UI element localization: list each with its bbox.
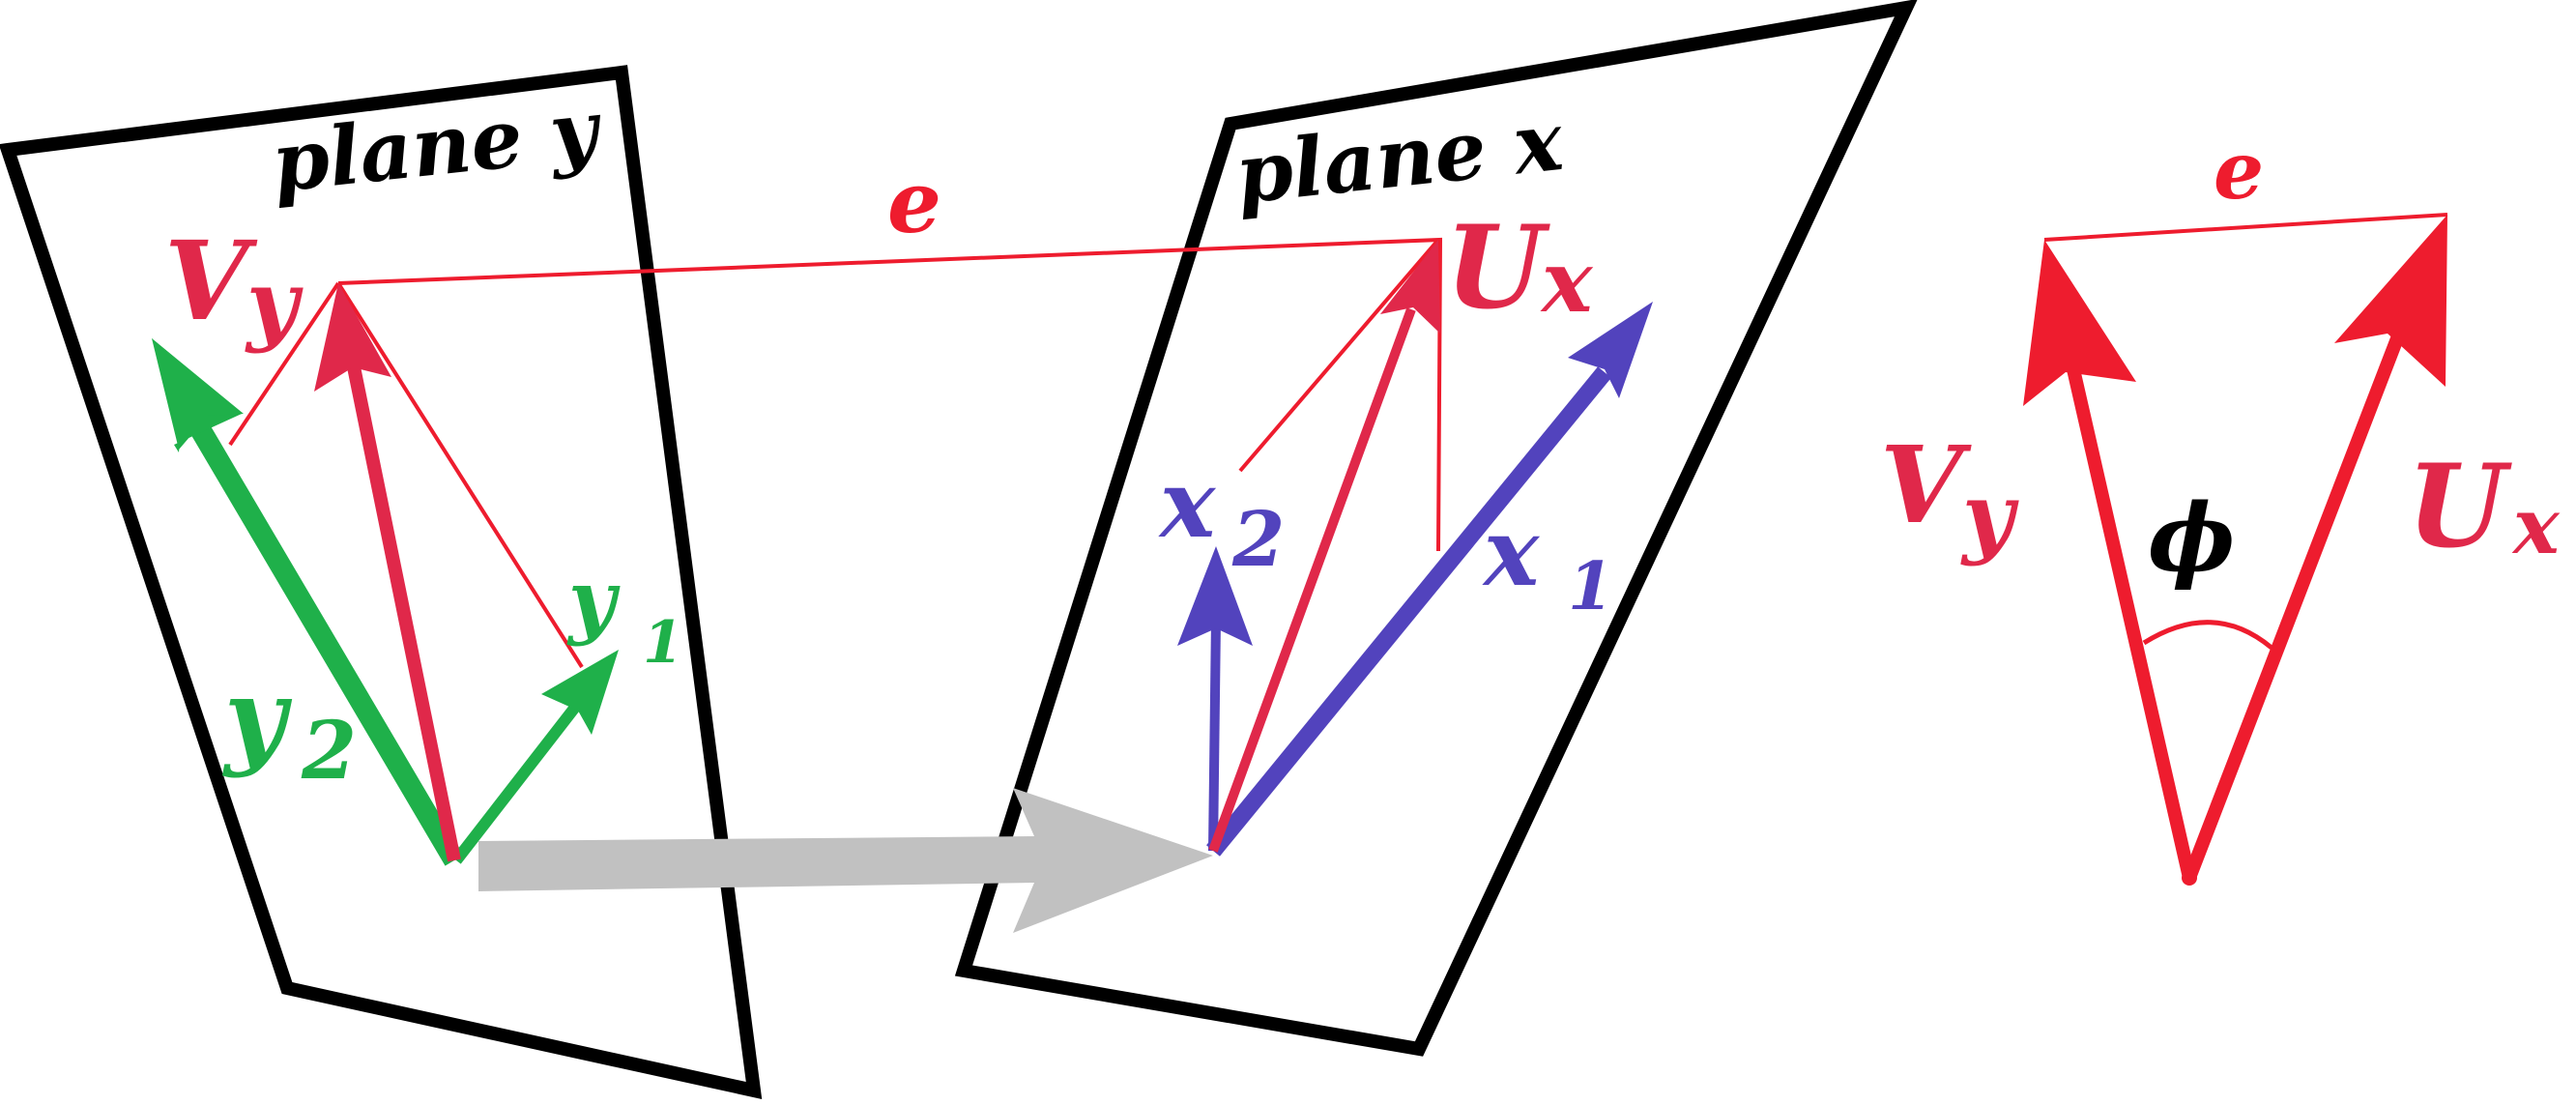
label-x1-sub: 1 bbox=[1568, 548, 1613, 625]
label-y2-sub: 2 bbox=[301, 705, 357, 798]
right-ux-shaft bbox=[2183, 331, 2406, 881]
y1-arrow-shaft bbox=[451, 697, 585, 864]
right-vertex-dot bbox=[2182, 870, 2197, 886]
right-ux-arrowhead bbox=[2334, 215, 2447, 387]
label-vy-right: V bbox=[1880, 422, 1972, 547]
x2-arrow-shaft bbox=[1208, 618, 1221, 852]
label-ux-left: U bbox=[1445, 200, 1550, 334]
label-vy-right-sub: y bbox=[1960, 463, 2019, 567]
label-x1: x bbox=[1482, 498, 1541, 607]
label-y1: y bbox=[566, 552, 621, 648]
vy-arrowhead bbox=[314, 283, 391, 392]
e-line-right bbox=[2043, 213, 2448, 242]
label-ux-right: U bbox=[2407, 439, 2512, 573]
y2-arrowhead-fill bbox=[152, 338, 244, 450]
label-vy-left: V bbox=[164, 218, 258, 345]
label-plane-y: plane y bbox=[268, 81, 607, 211]
label-phi: ϕ bbox=[2148, 483, 2235, 593]
vy-arrow-shaft bbox=[343, 346, 461, 862]
ux-projection-to-x2 bbox=[1238, 238, 1440, 473]
label-x2-sub: 2 bbox=[1231, 496, 1285, 584]
ux-arrow-shaft bbox=[1208, 307, 1416, 853]
right-vy-arrowhead bbox=[2023, 240, 2136, 406]
label-e-right: e bbox=[2214, 125, 2264, 218]
x1-arrowhead bbox=[1568, 302, 1653, 398]
label-vy-left-sub: y bbox=[245, 250, 304, 355]
y1-arrowhead bbox=[541, 650, 619, 735]
label-e-left: e bbox=[887, 152, 941, 252]
x1-arrow-shaft bbox=[1206, 366, 1611, 857]
plane-y-frame bbox=[0, 65, 763, 1099]
x2-arrowhead bbox=[1177, 546, 1253, 646]
y2-arrow-shaft bbox=[174, 395, 464, 866]
vy-projection-to-y1 bbox=[336, 281, 584, 669]
label-x2: x bbox=[1158, 450, 1217, 559]
label-y1-sub: 1 bbox=[643, 609, 683, 677]
transfer-arrow bbox=[478, 788, 1213, 933]
right-vy-shaft bbox=[2062, 346, 2196, 880]
plane-x-frame bbox=[954, 0, 1918, 1057]
e-line-left bbox=[337, 237, 1443, 552]
label-ux-left-sub: x bbox=[1540, 231, 1594, 332]
label-y2: y bbox=[221, 654, 293, 779]
vy-projection-to-y2 bbox=[228, 281, 340, 447]
ux-arrowhead bbox=[1380, 240, 1440, 334]
label-ux-right-sub: x bbox=[2511, 480, 2561, 571]
phi-angle-arc bbox=[2142, 620, 2273, 650]
